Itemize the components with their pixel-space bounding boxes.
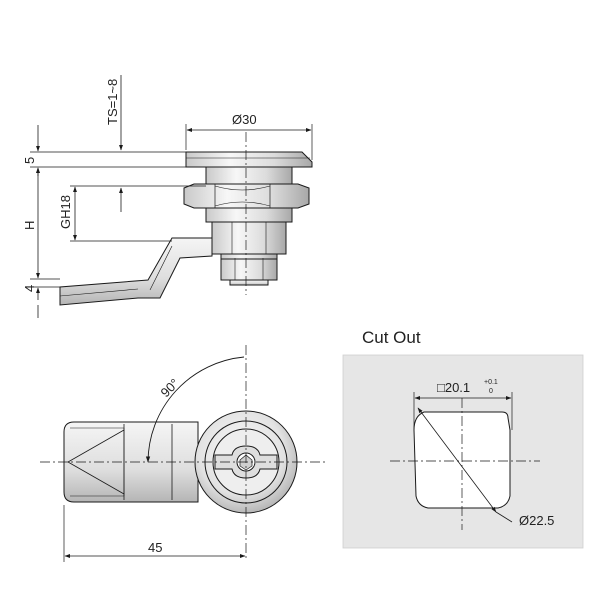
upper-body bbox=[205, 166, 293, 186]
diameter-top-label: Ø30 bbox=[232, 112, 257, 127]
dim-4-label: 4 bbox=[22, 285, 37, 292]
tolerance-upper: +0.1 bbox=[484, 379, 498, 386]
lower-body bbox=[205, 207, 293, 223]
cutout-title: Cut Out bbox=[362, 328, 421, 347]
bottom-nut bbox=[220, 257, 278, 281]
head-cap bbox=[185, 151, 313, 168]
dim-5-label: 5 bbox=[22, 157, 37, 164]
cam-arm bbox=[59, 237, 213, 306]
ts-label: TS=1~8 bbox=[105, 79, 120, 125]
tolerance-lower: 0 bbox=[489, 388, 493, 395]
hex-nut bbox=[183, 183, 310, 209]
h-label: H bbox=[22, 221, 37, 230]
lower-barrel bbox=[211, 221, 287, 255]
square-label: □20.1 bbox=[437, 380, 470, 395]
width-label: 45 bbox=[148, 540, 162, 555]
gh-label: GH18 bbox=[58, 195, 73, 229]
cutout-panel bbox=[342, 354, 584, 549]
side-view bbox=[30, 75, 313, 318]
front-view bbox=[40, 345, 325, 562]
angle-label: 90° bbox=[158, 376, 183, 401]
diameter-cutout-label: Ø22.5 bbox=[519, 513, 554, 528]
